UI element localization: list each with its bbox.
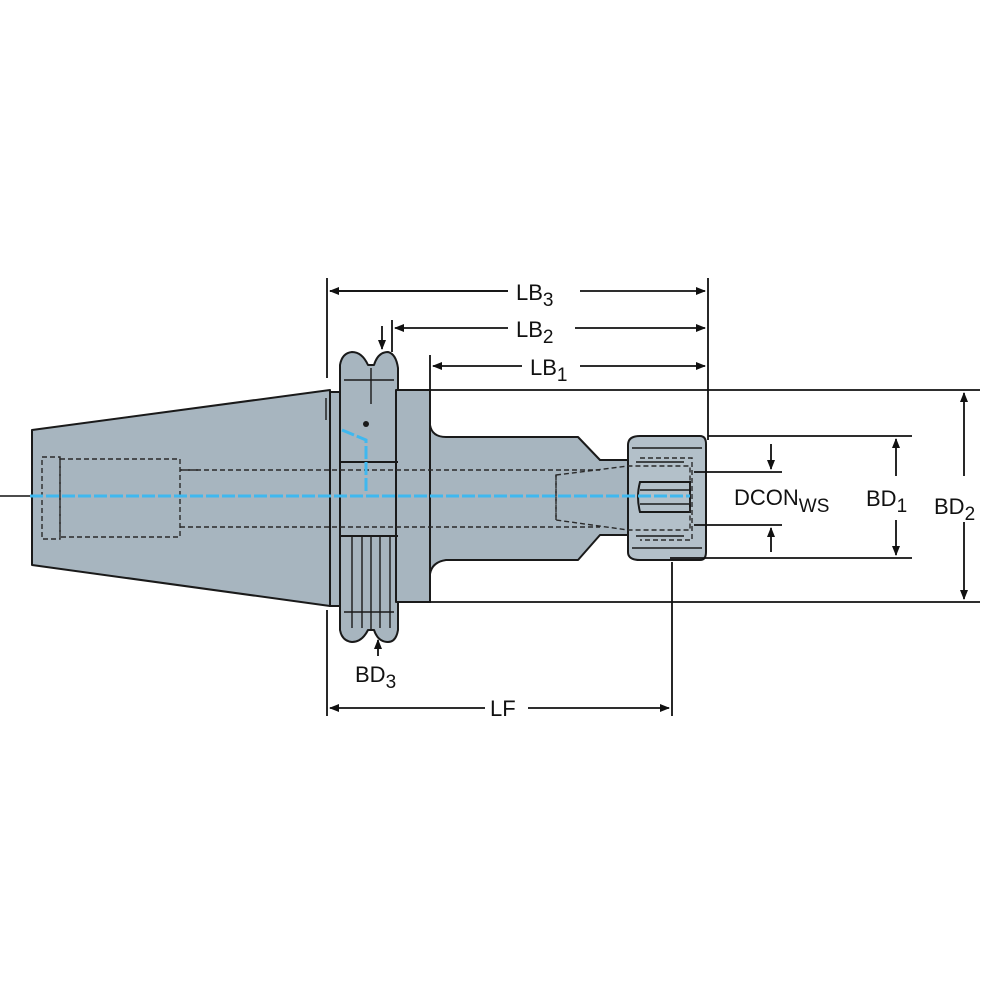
dimension-bd2: BD2: [430, 389, 980, 603]
lb1-label: LB: [530, 355, 557, 380]
svg-text:BD3: BD3: [355, 662, 396, 693]
bd1-sub: 1: [897, 496, 908, 517]
lf-label: LF: [490, 696, 516, 721]
bd3-label: BD: [355, 662, 386, 687]
lb2-sub: 2: [543, 327, 554, 348]
flange-details: [325, 368, 398, 630]
taper-shank: [31, 389, 331, 607]
lb1-sub: 1: [557, 365, 568, 386]
bd2-label: BD: [934, 494, 965, 519]
lb3-sub: 3: [543, 290, 554, 311]
bd2-sub: 2: [965, 504, 976, 525]
dimension-bd1: BD1: [670, 435, 912, 559]
coolant-channel: [0, 428, 690, 498]
svg-text:LB3: LB3: [516, 280, 554, 311]
dcon-label: DCON: [734, 485, 799, 510]
collet-nut-details: [632, 447, 702, 549]
bd1-label: BD: [866, 486, 897, 511]
dimension-lb2: LB2: [391, 317, 706, 352]
dimension-dcon: DCONWS: [694, 444, 829, 552]
coolant-port: [363, 421, 369, 427]
dcon-sub: WS: [799, 496, 830, 517]
gauge-ring: [329, 391, 341, 607]
svg-text:DCONWS: DCONWS: [734, 485, 829, 517]
svg-text:BD2: BD2: [934, 494, 975, 525]
svg-text:BD1: BD1: [866, 486, 907, 517]
lb2-label: LB: [516, 317, 543, 342]
collet-nut: [627, 435, 707, 561]
bd3-sub: 3: [386, 672, 397, 693]
svg-text:LB1: LB1: [530, 355, 568, 386]
dimension-lb3: LB3: [326, 278, 709, 440]
svg-text:LB2: LB2: [516, 317, 554, 348]
lb3-label: LB: [516, 280, 543, 305]
dimension-bd3: BD3: [355, 326, 396, 693]
dimension-lb1: LB1: [429, 355, 706, 390]
hidden-lines: [41, 456, 693, 541]
dimension-lf: LF: [326, 562, 673, 721]
